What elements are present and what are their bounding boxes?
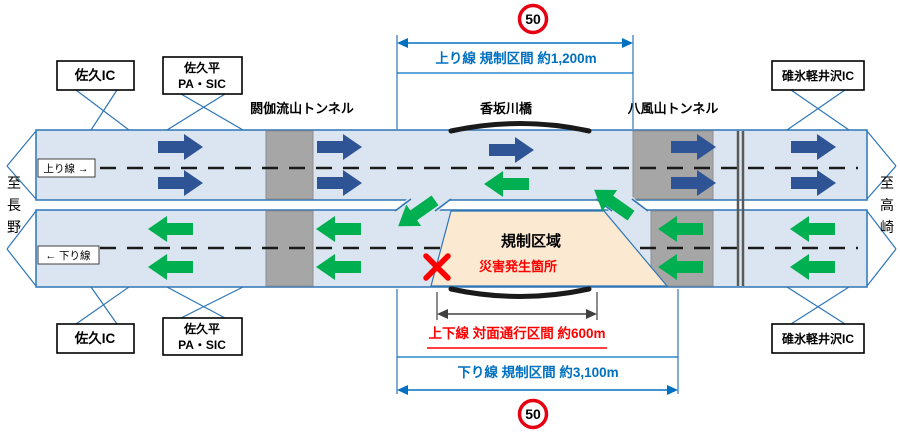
- saku-ic-box-top: [56, 60, 135, 91]
- sakudaira-pa-box-top: [162, 56, 243, 95]
- saku-ic-label-top: 佐久IC: [74, 67, 116, 83]
- contraflow-dimension-label: 上下線 対面通行区間 約600m: [428, 325, 605, 341]
- direction-left-char: 野: [7, 219, 21, 235]
- speed-limit-sign-top: 50: [517, 3, 549, 35]
- up-lane-label: 上り線 →: [44, 162, 89, 175]
- saku-ic-label-bottom: 佐久IC: [74, 330, 116, 346]
- bridge-symbol-top: [448, 121, 592, 134]
- direction-left-nagano: 至 長 野: [7, 175, 21, 235]
- sakudaira-pa-box-bottom: [162, 317, 243, 356]
- kosakagawa-bridge-label: 香坂川橋: [479, 101, 533, 116]
- sakudaira-pa-label2-top: PA・SIC: [178, 77, 226, 91]
- up-line-dimension-label: 上り線 規制区間 約1,200m: [435, 50, 596, 66]
- left-crossover-edge: [434, 198, 452, 212]
- saku-ic-box-bottom: [56, 323, 135, 354]
- down-lane-label-box: [37, 245, 100, 265]
- right-crossover-edge: [631, 198, 649, 212]
- regulation-area-label: 規制区域: [501, 232, 561, 250]
- sakudaira-pa-label2-bottom: PA・SIC: [178, 338, 226, 352]
- ic-ramp-lines: [75, 89, 850, 325]
- bridge-symbol-bottom: [448, 286, 592, 299]
- akarusan-tunnel-label: 閼伽流山トンネル: [250, 101, 354, 116]
- speed-limit-value-bottom: 50: [525, 406, 541, 422]
- direction-right-char: 崎: [880, 219, 894, 235]
- direction-right-char: 高: [880, 197, 894, 213]
- up-line-dimension: 上り線 規制区間 約1,200m: [396, 35, 634, 129]
- down-line-dimension: 下り線 規制区間 約3,100m: [396, 289, 679, 395]
- usui-karuizawa-ic-label-top: 碓氷軽井沢IC: [782, 68, 854, 83]
- disaster-location-label: 災害発生箇所: [479, 259, 557, 274]
- down-line-dimension-label: 下り線 規制区間 約3,100m: [457, 364, 618, 380]
- sakudaira-pa-label1-bottom: 佐久平: [183, 321, 220, 336]
- direction-right-takasaki: 至 高 崎: [880, 175, 894, 235]
- direction-right-char: 至: [880, 175, 894, 191]
- sakudaira-pa-label1-top: 佐久平: [183, 60, 220, 75]
- speed-limit-value-top: 50: [525, 11, 541, 27]
- direction-left-char: 至: [7, 175, 21, 191]
- happusan-tunnel-label: 八風山トンネル: [627, 101, 719, 116]
- usui-karuizawa-ic-box-top: [771, 60, 865, 91]
- disaster-x-icon: [423, 253, 451, 281]
- contraflow-dimension: 上下線 対面通行区間 約600m: [427, 292, 607, 349]
- left-crossover-edge: [394, 198, 412, 212]
- usui-karuizawa-ic-label-bottom: 碓氷軽井沢IC: [782, 331, 854, 346]
- down-lane-label: ← 下り線: [46, 249, 91, 262]
- speed-limit-sign-bottom: 50: [517, 398, 549, 430]
- akarusan-tunnel-up-segment: [265, 130, 314, 200]
- regulation-area-zone: [430, 210, 669, 287]
- usui-karuizawa-ic-box-bottom: [771, 323, 865, 354]
- up-lane-label-box: [37, 158, 96, 178]
- road-end-taper-lines: [6, 130, 897, 287]
- direction-left-char: 長: [7, 197, 21, 213]
